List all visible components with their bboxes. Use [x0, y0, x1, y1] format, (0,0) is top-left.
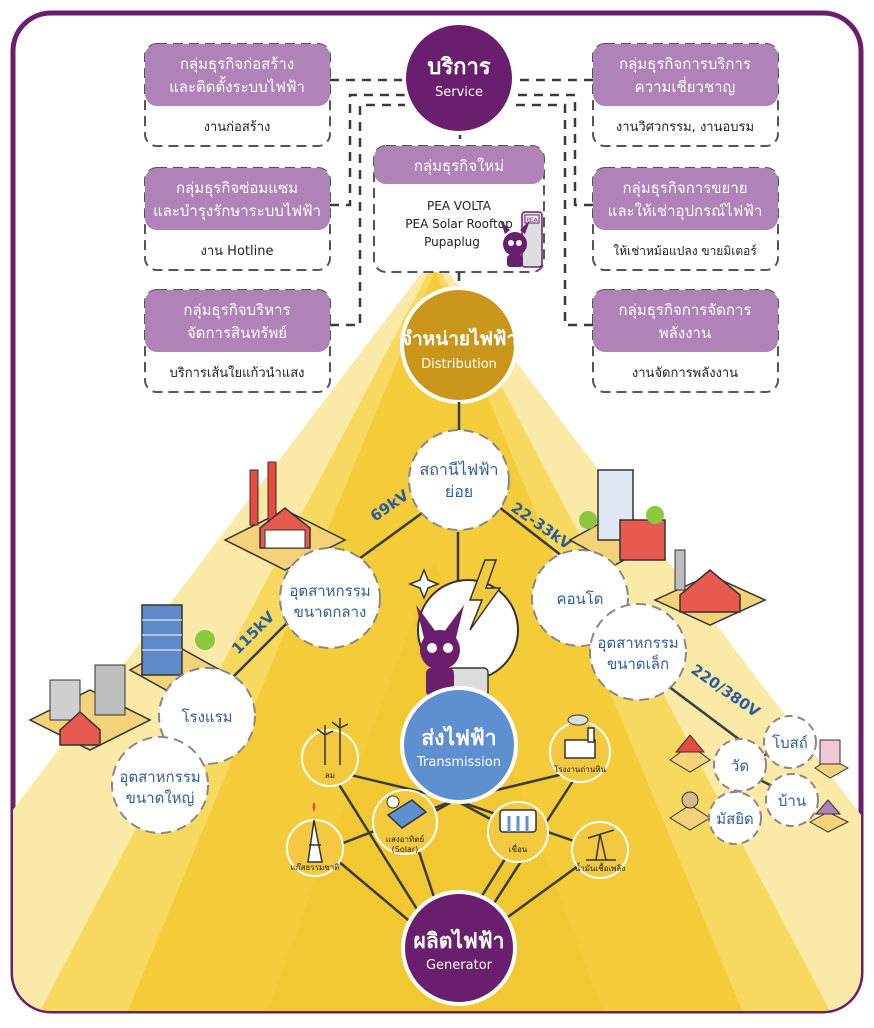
group-new-line-2: PEA Solar Rooftop — [405, 217, 512, 231]
group-asset[interactable]: กลุ่มธุรกิจบริหาร จัดการสินทรัพย์ บริการ… — [144, 289, 331, 393]
wind-turbine-icon — [316, 718, 349, 765]
group-construction[interactable]: กลุ่มธุรกิจก่อสร้าง และติดตั้งระบบไฟฟ้า … — [144, 43, 331, 147]
gas-label: แก๊สธรรมชาติ — [291, 862, 340, 872]
group-expert-title-1: กลุ่มธุรกิจการบริการ — [619, 55, 751, 74]
group-maintenance-title-1: กลุ่มธุรกิจซ่อมแซม — [176, 179, 298, 198]
group-new-line-1: PEA VOLTA — [427, 199, 492, 213]
temple-label: วัด — [731, 757, 749, 775]
small-industry-label-1: อุตสาหกรรม — [597, 634, 678, 653]
pea-logo-text: PEA — [526, 217, 538, 224]
gas-rig-icon — [307, 819, 323, 863]
group-asset-body: บริการเส้นใยแก้วนำแสง — [169, 365, 304, 381]
service-node[interactable]: บริการ Service — [402, 21, 516, 135]
coal-label: โรงงานถ่านหิน — [554, 764, 606, 774]
wind-label: ลม — [325, 771, 335, 780]
group-expert[interactable]: กลุ่มธุรกิจการบริการ ความเชี่ยวชาญ งานวิ… — [592, 43, 779, 147]
transmission-title: ส่งไฟฟ้า — [421, 725, 496, 750]
solar-panel-icon — [386, 795, 428, 829]
oil-label: น้ำมันเชื้อเพลิง — [575, 862, 626, 873]
oil-source-node[interactable]: น้ำมันเชื้อเพลิง — [571, 821, 629, 879]
group-energy[interactable]: กลุ่มธุรกิจการจัดการ พลังงาน งานจัดการพล… — [592, 289, 779, 393]
oil-pump-icon — [586, 829, 616, 861]
group-maintenance-title-2: และบำรุงรักษาระบบไฟฟ้า — [153, 202, 321, 221]
group-maintenance[interactable]: กลุ่มธุรกิจซ่อมแซม และบำรุงรักษาระบบไฟฟ้… — [144, 167, 331, 271]
small-industry-node[interactable]: อุตสาหกรรม ขนาดเล็ก — [589, 603, 687, 701]
church-node[interactable]: โบสถ์ — [763, 715, 850, 779]
solar-label-1: แสงอาทิตย์ — [386, 834, 424, 844]
substation-label-1: สถานีไฟฟ้า — [419, 460, 498, 479]
group-maintenance-body: งาน Hotline — [201, 244, 274, 259]
group-new[interactable]: กลุ่มธุรกิจใหม่ PEA VOLTA PEA Solar Roof… — [373, 145, 545, 273]
service-title: บริการ — [427, 55, 490, 80]
generator-subtitle: Generator — [426, 958, 493, 973]
group-energy-title-1: กลุ่มธุรกิจการจัดการ — [619, 301, 752, 320]
solar-source-node[interactable]: แสงอาทิตย์ (Solar) — [372, 789, 438, 855]
group-sales-title-1: กลุ่มธุรกิจการขยาย — [622, 179, 747, 198]
wind-source-node[interactable]: ลม — [301, 718, 359, 787]
group-energy-body: งานจัดการพลังงาน — [632, 366, 738, 381]
hotel-label: โรงแรม — [181, 708, 232, 726]
group-energy-title-2: พลังงาน — [659, 324, 711, 342]
distribution-node[interactable]: จำหน่ายไฟฟ้า Distribution — [400, 286, 518, 404]
dam-source-node[interactable]: เขื่อน — [487, 801, 549, 863]
coal-plant-icon — [564, 714, 596, 759]
group-construction-title-1: กลุ่มธุรกิจก่อสร้าง — [180, 55, 294, 74]
mosque-label: มัสยิด — [716, 810, 754, 828]
transmission-node[interactable]: ส่งไฟฟ้า Transmission — [400, 686, 518, 804]
group-asset-title-2: จัดการสินทรัพย์ — [187, 324, 287, 342]
small-factory-icon — [653, 549, 767, 626]
mosque-node[interactable]: มัสยิด — [669, 791, 762, 845]
generator-title: ผลิตไฟฟ้า — [414, 928, 505, 953]
house-node[interactable]: บ้าน — [765, 773, 850, 833]
hotel-node[interactable]: โรงแรม — [158, 667, 256, 765]
large-industry-label-1: อุตสาหกรรม — [119, 768, 200, 787]
group-construction-body: งานก่อสร้าง — [204, 120, 271, 135]
coal-source-node[interactable]: โรงงานถ่านหิน — [549, 714, 611, 783]
dam-icon — [499, 809, 537, 833]
distribution-subtitle: Distribution — [421, 357, 497, 372]
medium-industry-label-2: ขนาดกลาง — [294, 603, 367, 621]
group-new-line-3: Pupaplug — [424, 235, 480, 249]
group-expert-title-2: ความเชี่ยวชาญ — [635, 76, 736, 96]
group-asset-title-1: กลุ่มธุรกิจบริหาร — [183, 301, 290, 320]
service-subtitle: Service — [435, 85, 483, 100]
medium-industry-label-1: อุตสาหกรรม — [289, 582, 370, 601]
generator-node[interactable]: ผลิตไฟฟ้า Generator — [401, 890, 517, 1006]
group-sales[interactable]: กลุ่มธุรกิจการขยาย และให้เช่าอุปกรณ์ไฟฟ้… — [592, 167, 779, 271]
church-label: โบสถ์ — [772, 734, 808, 752]
large-industry-node[interactable]: อุตสาหกรรม ขนาดใหญ่ — [111, 736, 209, 834]
group-sales-title-2: และให้เช่าอุปกรณ์ไฟฟ้า — [608, 202, 763, 221]
substation-node[interactable]: สถานีไฟฟ้า ย่อย — [408, 429, 510, 531]
house-label: บ้าน — [778, 792, 806, 810]
large-industry-label-2: ขนาดใหญ่ — [126, 789, 195, 807]
distribution-title: จำหน่ายไฟฟ้า — [401, 327, 517, 350]
group-construction-title-2: และติดตั้งระบบไฟฟ้า — [169, 76, 305, 96]
large-factory-icon — [28, 664, 152, 751]
gas-source-node[interactable]: แก๊สธรรมชาติ — [286, 802, 344, 877]
group-expert-body: งานวิศวกรรม, งานอบรม — [616, 120, 754, 135]
transmission-subtitle: Transmission — [416, 755, 501, 770]
substation-label-2: ย่อย — [445, 482, 473, 501]
small-industry-label-2: ขนาดเล็ก — [607, 654, 669, 673]
dam-label: เขื่อน — [509, 843, 528, 854]
group-new-title: กลุ่มธุรกิจใหม่ — [414, 157, 504, 176]
mascot-charger-icon: PEA — [500, 211, 543, 268]
condo-label: คอนโด — [556, 590, 603, 608]
group-sales-body: ให้เช่าหม้อแปลง ขายมิเตอร์ — [613, 244, 757, 258]
solar-label-2: (Solar) — [392, 845, 419, 854]
temple-node[interactable]: วัด — [669, 734, 767, 792]
medium-industry-node[interactable]: อุตสาหกรรม ขนาดกลาง — [279, 547, 381, 649]
